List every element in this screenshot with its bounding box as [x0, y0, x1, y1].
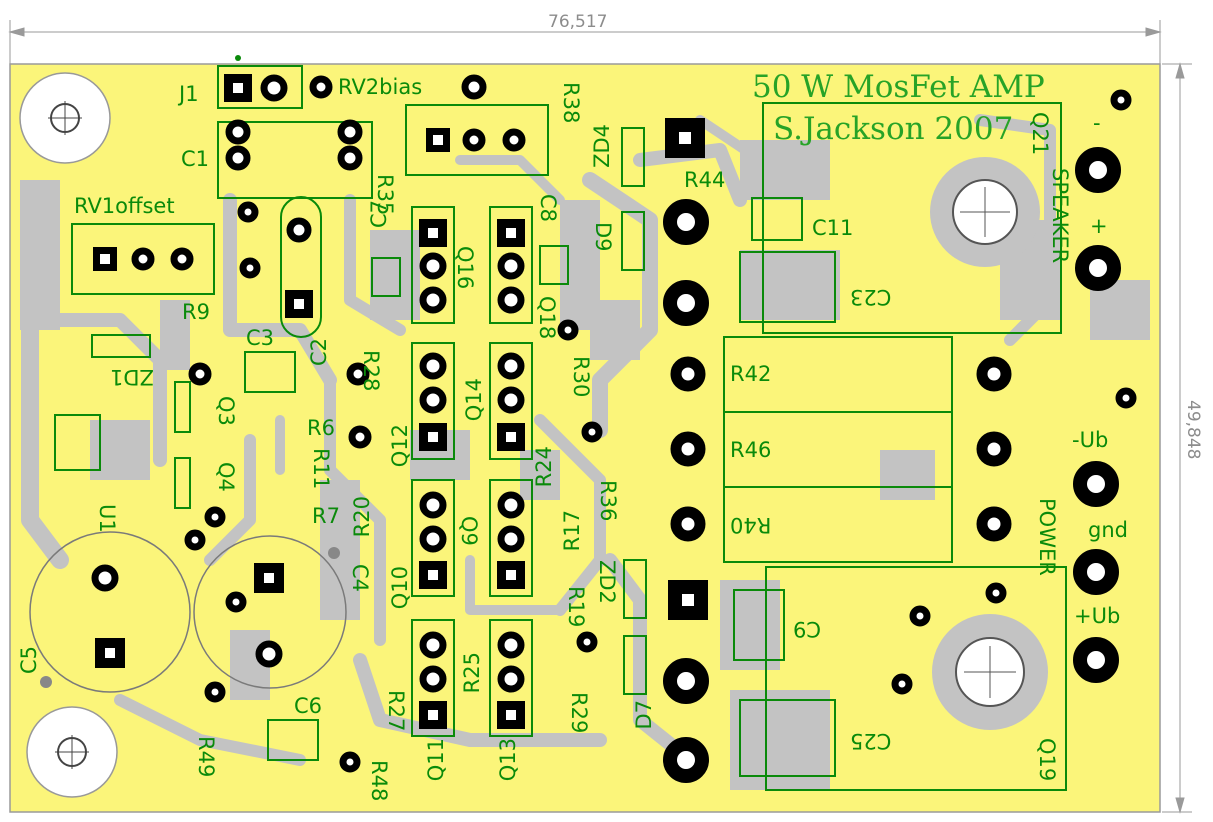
label-C5: C5: [17, 646, 41, 675]
label-R17: R17: [560, 510, 584, 552]
height-dimension: 49,848: [1183, 400, 1203, 460]
label-C7: C7: [367, 200, 391, 229]
label-R20: R20: [350, 496, 374, 538]
label-Q21: Q21: [1028, 112, 1052, 156]
label-D7: D7: [632, 700, 656, 730]
label-speaker-minus: -: [1093, 111, 1101, 135]
label-C2: C2: [307, 338, 331, 367]
label-Q4: Q4: [214, 462, 238, 492]
label-R46: R46: [730, 438, 772, 462]
label-Q13: Q13: [496, 738, 520, 782]
label-R9: R9: [182, 300, 210, 324]
power-resistor-block: [723, 336, 953, 563]
label-R30: R30: [569, 356, 593, 398]
label-ZD1: ZD1: [110, 365, 154, 389]
label-Q18: Q18: [535, 296, 559, 340]
width-dimension: 76,517: [548, 12, 608, 32]
label-POWER: POWER: [1035, 498, 1059, 576]
label-R36: R36: [596, 480, 620, 522]
label-C3: C3: [246, 326, 275, 350]
mounting-holes: [19, 72, 118, 798]
label-ZD4: ZD4: [590, 124, 614, 168]
power-terminal: [765, 566, 1067, 791]
label-Q12: Q12: [388, 424, 412, 468]
label-C1: C1: [181, 147, 210, 171]
label-Q10: Q10: [388, 566, 412, 610]
label-R38: R38: [559, 82, 583, 124]
label-ZD2: ZD2: [595, 560, 619, 604]
label-C11: C11: [812, 216, 854, 240]
speaker-terminal: [762, 102, 1062, 334]
label-R49: R49: [194, 736, 218, 778]
label-Q14: Q14: [462, 378, 486, 422]
label-R25: R25: [460, 652, 484, 694]
silkscreen-outlines: [54, 65, 836, 777]
label-Q3: Q3: [214, 396, 238, 426]
label-SPEAKER: SPEAKER: [1048, 168, 1072, 264]
capacitor-outlines: [29, 531, 347, 693]
label-U1: U1: [95, 504, 119, 533]
label-RV1offset: RV1offset: [74, 194, 175, 218]
label-Q9: Q9: [457, 516, 481, 546]
board-author: S.Jackson 2007: [773, 111, 1014, 147]
label-C23: C23: [850, 285, 892, 309]
label-R44: R44: [684, 168, 726, 192]
label-R6: R6: [307, 416, 335, 440]
label-R27: R27: [384, 690, 408, 732]
pads: [40, 55, 1137, 783]
label-D9: D9: [591, 222, 615, 252]
dimension-lines: [8, 20, 1192, 814]
label-RV2bias: RV2bias: [338, 75, 423, 99]
label-Ub-plus: +Ub: [1074, 604, 1121, 628]
label-J1: J1: [179, 82, 199, 106]
label-C9: C9: [793, 617, 822, 641]
label-Q16: Q16: [453, 246, 477, 290]
label-C8: C8: [536, 194, 560, 223]
label-R42: R42: [730, 362, 772, 386]
label-R19: R19: [564, 586, 588, 628]
label-Ub-minus: -Ub: [1072, 428, 1109, 452]
label-R29: R29: [567, 692, 591, 734]
label-gnd: gnd: [1088, 518, 1128, 542]
label-C4: C4: [348, 564, 372, 593]
label-R11: R11: [309, 448, 333, 490]
label-R7: R7: [312, 504, 340, 528]
label-R35: R35: [373, 174, 397, 216]
label-speaker-plus: +: [1090, 214, 1108, 238]
label-Q19: Q19: [1035, 738, 1059, 782]
board-title: 50 W MosFet AMP: [752, 69, 1045, 105]
label-R24: R24: [532, 446, 556, 488]
label-C6: C6: [294, 694, 323, 718]
label-C25: C25: [850, 729, 892, 753]
label-Q11: Q11: [424, 738, 448, 782]
label-R40: R40: [730, 513, 772, 537]
label-R28: R28: [359, 350, 383, 392]
label-R48: R48: [367, 760, 391, 802]
